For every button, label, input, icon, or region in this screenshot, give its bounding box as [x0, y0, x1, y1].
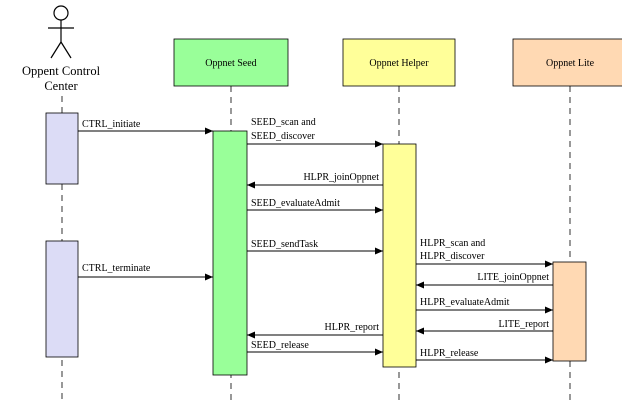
participant-label-helper: Oppnet Helper	[369, 58, 429, 69]
participant-label-seed: Oppnet Seed	[205, 58, 256, 69]
participant-lite: Oppnet Lite	[512, 38, 622, 87]
activation-lite	[552, 261, 587, 362]
msg-hlpr-report-label: HLPR_report	[325, 322, 380, 333]
actor-name-line1: Oppent Control	[22, 64, 101, 78]
stick-figure-icon	[48, 5, 74, 59]
msg-seed-evaluateadmit-label: SEED_evaluateAdmit	[251, 198, 340, 209]
participant-seed: Oppnet Seed	[173, 38, 289, 87]
activation-control-2	[45, 240, 79, 358]
msg-seed-release-label: SEED_release	[251, 340, 309, 351]
msg-hlpr-scan-discover-label-1: HLPR_scan and	[420, 238, 485, 249]
activation-control-1	[45, 112, 79, 185]
participant-label-lite: Oppnet Lite	[546, 58, 595, 69]
activation-helper	[382, 143, 417, 368]
msg-hlpr-evaluateadmit-label: HLPR_evaluateAdmit	[420, 297, 510, 308]
msg-ctrl-terminate-label: CTRL_terminate	[82, 263, 151, 274]
msg-hlpr-scan-discover-label-2: HLPR_discover	[420, 251, 485, 262]
participant-box-helper	[342, 38, 456, 87]
msg-ctrl-initiate-label: CTRL_initiate	[82, 119, 141, 130]
actor-control-center: Oppent Control Center	[22, 5, 101, 93]
msg-seed-scan-discover-label-2: SEED_discover	[251, 131, 316, 142]
activation-seed	[212, 130, 248, 376]
msg-hlpr-joinoppnet-label: HLPR_joinOppnet	[303, 172, 379, 183]
msg-lite-joinoppnet-label: LITE_joinOppnet	[477, 272, 549, 283]
msg-seed-scan-discover-label-1: SEED_scan and	[251, 117, 316, 128]
participant-helper: Oppnet Helper	[342, 38, 456, 87]
msg-hlpr-release-label: HLPR_release	[420, 348, 479, 359]
participant-box-seed	[173, 38, 289, 87]
participant-box-lite	[512, 38, 622, 87]
msg-lite-report-label: LITE_report	[498, 319, 549, 330]
msg-seed-sendtask-label: SEED_sendTask	[251, 239, 318, 250]
actor-name-line2: Center	[44, 79, 78, 93]
